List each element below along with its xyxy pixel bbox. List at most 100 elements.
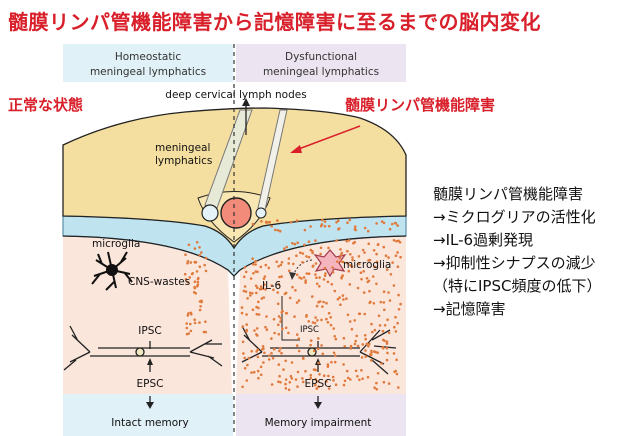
waste-dot	[272, 288, 275, 292]
waste-dot	[395, 239, 398, 243]
waste-dot	[347, 239, 351, 242]
waste-dot	[339, 253, 343, 257]
waste-dot	[343, 345, 347, 348]
waste-dot	[252, 262, 255, 266]
waste-dot	[304, 369, 307, 373]
neuron-left	[63, 325, 223, 371]
waste-dot	[288, 296, 292, 300]
epsc-left-arrowhead	[147, 358, 153, 365]
waste-dot	[353, 227, 357, 231]
waste-dot	[245, 313, 248, 316]
waste-dot	[273, 331, 276, 335]
waste-dot	[253, 329, 256, 332]
waste-dot	[329, 316, 333, 319]
waste-dot	[189, 261, 193, 264]
waste-dot	[392, 352, 396, 355]
waste-dot	[370, 349, 373, 353]
waste-dot	[183, 272, 187, 276]
waste-dot	[351, 258, 354, 262]
waste-dot	[315, 387, 319, 390]
dysfunction-label: 髄膜リンパ管機能障害	[345, 96, 496, 114]
waste-dot	[264, 263, 268, 267]
waste-dot	[189, 329, 193, 333]
waste-dot	[358, 378, 361, 382]
waste-dot	[299, 251, 302, 254]
waste-dot	[385, 342, 389, 345]
waste-dot	[368, 289, 371, 293]
waste-dot	[362, 291, 366, 294]
waste-dot	[327, 224, 331, 228]
waste-dot	[186, 314, 190, 317]
waste-dot	[204, 320, 207, 324]
waste-dot	[263, 351, 266, 355]
waste-dot	[345, 297, 348, 301]
waste-dot	[257, 313, 261, 316]
waste-dot	[262, 277, 266, 281]
waste-dot	[200, 299, 203, 303]
waste-dot	[188, 276, 191, 279]
waste-dot	[295, 273, 299, 277]
waste-dot	[384, 254, 388, 257]
waste-dot	[367, 344, 370, 348]
waste-dot	[349, 378, 352, 381]
waste-dot	[327, 374, 330, 378]
waste-dot	[297, 337, 301, 341]
waste-dot	[251, 308, 255, 312]
waste-dot	[270, 225, 274, 228]
waste-dot	[364, 337, 368, 341]
waste-dot	[246, 363, 249, 367]
waste-dot	[367, 279, 371, 283]
waste-dot	[278, 229, 282, 233]
waste-dot	[382, 290, 386, 294]
waste-dot	[347, 269, 351, 273]
right-footer-arrowhead	[314, 402, 322, 409]
waste-dot	[289, 220, 293, 224]
waste-dot	[375, 260, 379, 264]
waste-dot	[395, 358, 398, 362]
waste-dot	[190, 272, 194, 276]
waste-dot	[278, 275, 281, 279]
waste-dot	[257, 300, 260, 304]
waste-dot	[297, 349, 301, 353]
waste-dot	[342, 336, 346, 340]
waste-dot	[346, 249, 349, 253]
waste-dot	[351, 256, 354, 259]
waste-dot	[198, 246, 201, 249]
waste-dot	[193, 247, 197, 250]
waste-dot	[375, 282, 378, 286]
waste-dot	[307, 272, 311, 276]
waste-dot	[314, 273, 317, 276]
waste-dot	[295, 344, 299, 347]
waste-dot	[333, 335, 337, 338]
waste-dot	[339, 248, 342, 251]
waste-dot	[287, 388, 291, 392]
waste-dot	[348, 320, 352, 323]
waste-dot	[385, 346, 389, 350]
waste-dot	[367, 242, 371, 245]
waste-dot	[277, 323, 280, 327]
waste-dot	[245, 330, 248, 333]
waste-dot	[356, 375, 359, 378]
meningeal-lymphatics-label-2: lymphatics	[155, 155, 212, 167]
waste-dot	[320, 344, 323, 347]
waste-dot	[316, 347, 320, 351]
waste-dot	[341, 274, 345, 277]
waste-dot	[194, 261, 197, 264]
waste-dot	[292, 262, 295, 266]
waste-dot	[251, 222, 255, 226]
waste-dot	[265, 221, 268, 224]
waste-dot	[259, 373, 263, 377]
waste-dot	[360, 356, 364, 359]
waste-dot	[375, 381, 378, 385]
waste-dot	[278, 374, 281, 378]
waste-dot	[372, 249, 376, 252]
waste-dot	[192, 291, 196, 294]
left-header-line-1: Homeostatic	[115, 51, 181, 63]
waste-dot	[397, 293, 400, 297]
waste-dot	[294, 378, 298, 381]
waste-dot	[288, 269, 291, 273]
waste-dot	[375, 222, 378, 225]
waste-dot	[361, 377, 364, 381]
waste-dot	[243, 356, 246, 360]
